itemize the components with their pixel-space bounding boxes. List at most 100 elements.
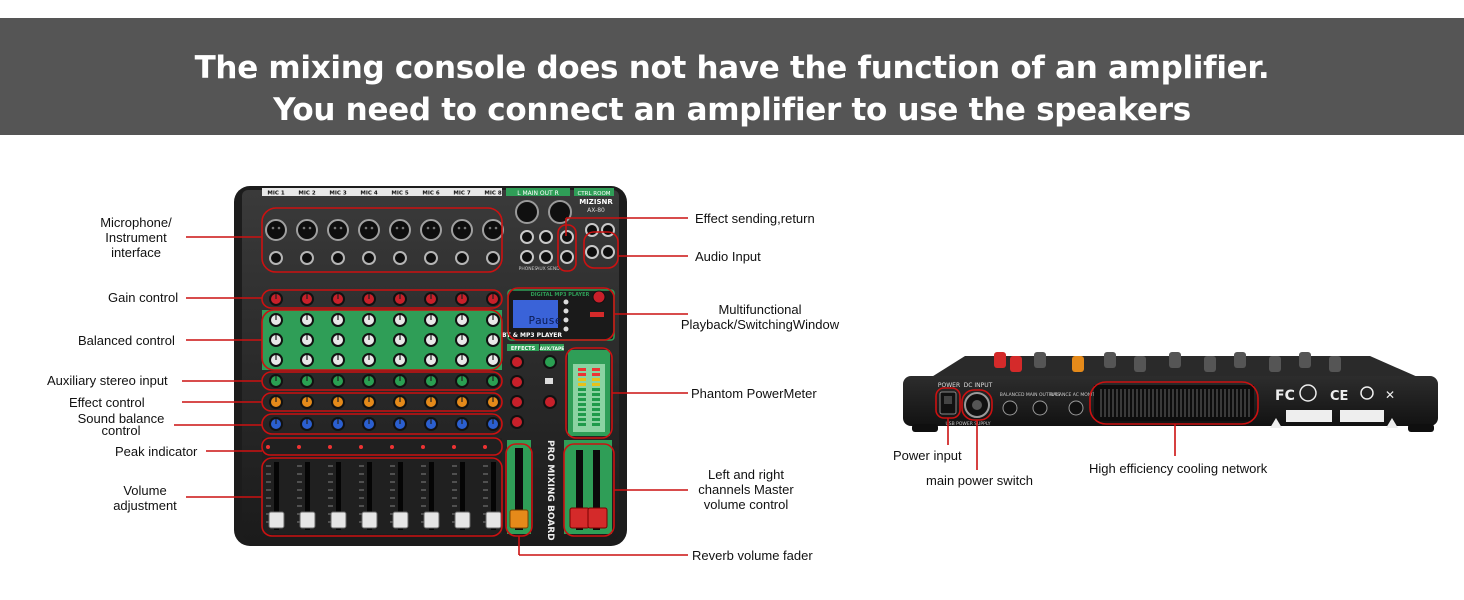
tape-switch[interactable]: [545, 378, 553, 384]
line-input-jack[interactable]: [362, 251, 376, 265]
master-fader-left[interactable]: [569, 507, 590, 529]
grill-slat: [1144, 389, 1146, 417]
player-button[interactable]: [563, 308, 569, 314]
rear-out-r[interactable]: [1032, 400, 1048, 416]
player-button[interactable]: [563, 326, 569, 332]
effect-knob[interactable]: [512, 397, 522, 407]
grill-slat: [1184, 389, 1186, 417]
line-input-jack[interactable]: [455, 251, 469, 265]
rear-balanced-ac-label: BALANCE AC MONITOR: [1050, 392, 1102, 398]
xlr-input-jack[interactable]: [265, 219, 287, 241]
peak-led: [390, 445, 394, 449]
callout-multifunctional: Multifunctional Playback/SwitchingWindow: [670, 302, 850, 332]
line-input-jack[interactable]: [331, 251, 345, 265]
meter-led: [578, 413, 586, 416]
fader-slot: [398, 462, 403, 530]
meter-led: [578, 388, 586, 391]
output-jack[interactable]: [520, 250, 534, 264]
xlr-input-jack[interactable]: [420, 219, 442, 241]
main-out-r-connector[interactable]: [548, 200, 572, 224]
channel-fader-cap[interactable]: [454, 511, 471, 529]
grill-slat: [1240, 389, 1242, 417]
fader-slot: [336, 462, 341, 530]
peak-led: [359, 445, 363, 449]
main-out-l-connector[interactable]: [515, 200, 539, 224]
callout-sound-balance: Sound balance control: [66, 412, 176, 437]
xlr-input-jack[interactable]: [327, 219, 349, 241]
output-jack[interactable]: [539, 230, 553, 244]
mic-input-row: [265, 219, 504, 265]
channel-fader-cap[interactable]: [485, 511, 502, 529]
grill-slat: [1228, 389, 1230, 417]
rear-dc-label: DC INPUT: [964, 382, 993, 389]
grill-slat: [1172, 389, 1174, 417]
player-switch[interactable]: [590, 312, 604, 317]
effect-knob[interactable]: [545, 397, 555, 407]
main-out-label: L MAIN OUT R: [517, 190, 559, 197]
xlr-input-jack[interactable]: [482, 219, 504, 241]
output-jack[interactable]: [520, 230, 534, 244]
line-input-jack[interactable]: [269, 251, 283, 265]
output-jack[interactable]: [560, 230, 574, 244]
effect-knob[interactable]: [512, 417, 522, 427]
grill-slat: [1168, 389, 1170, 417]
channel-fader-cap[interactable]: [423, 511, 440, 529]
aux-send-label: AUX SEND: [536, 266, 560, 272]
channel-label: MIC 7: [453, 191, 470, 197]
xlr-pin: [308, 226, 312, 230]
output-jack[interactable]: [601, 245, 615, 259]
line-input-jack[interactable]: [424, 251, 438, 265]
rear-top-knob: [1204, 356, 1216, 372]
xlr-input-jack[interactable]: [451, 219, 473, 241]
grill-slat: [1112, 389, 1114, 417]
ul-mark-icon: [1299, 384, 1317, 402]
xlr-input-jack[interactable]: [389, 219, 411, 241]
rear-power-label: POWER: [938, 382, 960, 389]
lcd-screen: [513, 300, 558, 328]
player-button[interactable]: [563, 317, 569, 323]
meter-led: [578, 368, 586, 371]
reverb-fader-cap[interactable]: [509, 509, 529, 529]
grill-slat: [1152, 389, 1154, 417]
grill-slat: [1176, 389, 1178, 417]
player-button[interactable]: [563, 299, 569, 305]
line-input-jack[interactable]: [300, 251, 314, 265]
output-jack[interactable]: [585, 245, 599, 259]
grill-slat: [1244, 389, 1246, 417]
output-jack[interactable]: [539, 250, 553, 264]
effect-knob[interactable]: [512, 357, 522, 367]
meter-led: [592, 423, 600, 426]
channel-fader-cap[interactable]: [392, 511, 409, 529]
channel-fader-cap[interactable]: [330, 511, 347, 529]
channel-fader-cap[interactable]: [361, 511, 378, 529]
callout-effect: Effect control: [69, 395, 145, 410]
meter-led: [592, 408, 600, 411]
meter-led: [578, 418, 586, 421]
fader-slot: [460, 462, 465, 530]
mp3-level-knob[interactable]: [592, 290, 606, 304]
meter-led: [578, 408, 586, 411]
output-jack[interactable]: [560, 250, 574, 264]
line-input-jack[interactable]: [393, 251, 407, 265]
output-jack[interactable]: [601, 223, 615, 237]
ctrl-room-strip: [574, 188, 614, 196]
power-switch-rocker[interactable]: [944, 396, 952, 404]
channel-fader-cap[interactable]: [268, 511, 285, 529]
master-fader-right[interactable]: [587, 507, 608, 529]
effect-knob[interactable]: [545, 357, 555, 367]
player-subtitle: BT & MP3 PLAYER: [502, 332, 562, 339]
rear-out-l[interactable]: [1002, 400, 1018, 416]
effects-label: EFFECTS: [511, 346, 536, 352]
effect-knob[interactable]: [512, 377, 522, 387]
reverb-fader[interactable]: [507, 440, 531, 534]
xlr-input-jack[interactable]: [296, 219, 318, 241]
meter-led: [578, 383, 586, 386]
channel-fader-cap[interactable]: [299, 511, 316, 529]
channel-label: MIC 6: [422, 191, 439, 197]
channel-label: MIC 4: [360, 191, 377, 197]
rear-monitor-out[interactable]: [1068, 400, 1084, 416]
meter-led: [592, 383, 600, 386]
xlr-input-jack[interactable]: [358, 219, 380, 241]
line-input-jack[interactable]: [486, 251, 500, 265]
